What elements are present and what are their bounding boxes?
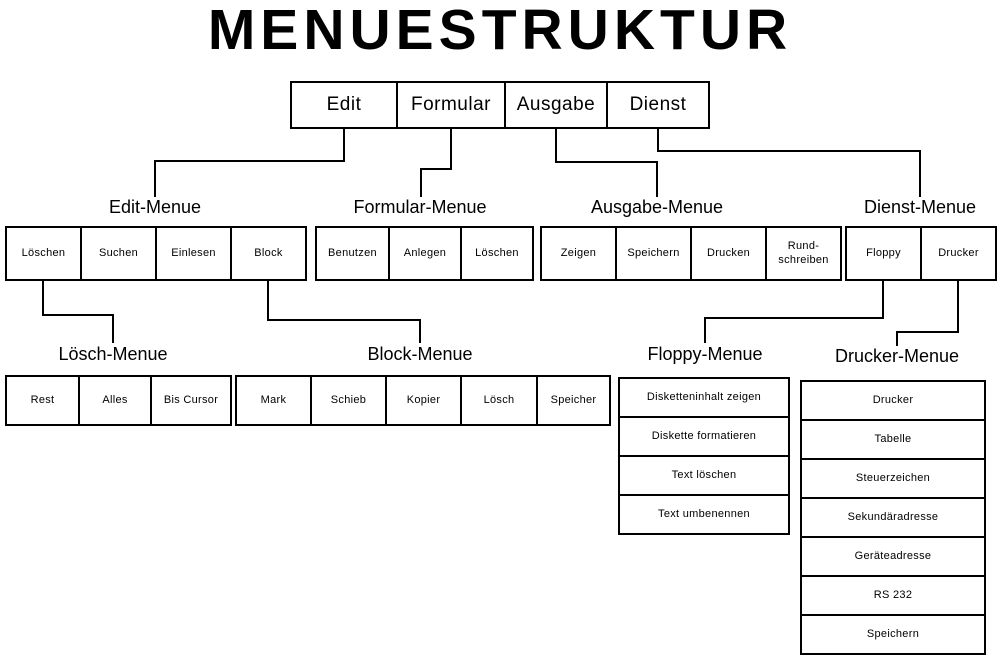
loesch-menue-item-alles: Alles bbox=[78, 375, 152, 426]
ausgabe-menue-item-zeigen: Zeigen bbox=[540, 226, 617, 281]
dienst-menue-row: Floppy Drucker bbox=[845, 226, 997, 281]
loesch-menue-item-bis-cursor: Bis Cursor bbox=[150, 375, 232, 426]
block-menue-item-mark: Mark bbox=[235, 375, 312, 426]
drucker-menue-item-sekundaeradresse: Sekundäradresse bbox=[800, 497, 986, 538]
drucker-menue-item-drucker: Drucker bbox=[800, 380, 986, 421]
drucker-menue-item-speichern: Speichern bbox=[800, 614, 986, 655]
floppy-menue-item-text-umbenennen: Text umbenennen bbox=[618, 494, 790, 535]
dienst-menue-item-floppy: Floppy bbox=[845, 226, 922, 281]
dienst-menue-label: Dienst-Menue bbox=[863, 197, 977, 217]
formular-menue-item-anlegen: Anlegen bbox=[388, 226, 462, 281]
drucker-menue-item-rs-232: RS 232 bbox=[800, 575, 986, 616]
loesch-menue-row: Rest Alles Bis Cursor bbox=[5, 375, 232, 426]
edit-menue-row: Löschen Suchen Einlesen Block bbox=[5, 226, 307, 281]
top-menu-bar: Edit Formular Ausgabe Dienst bbox=[290, 81, 710, 129]
drucker-menue-label: Drucker-Menue bbox=[834, 346, 960, 366]
floppy-menue-item-text-loeschen: Text löschen bbox=[618, 455, 790, 496]
block-menue-label: Block-Menue bbox=[367, 344, 473, 364]
floppy-menue-label: Floppy-Menue bbox=[647, 344, 763, 364]
ausgabe-menue-row: Zeigen Speichern Drucken Rund-schreiben bbox=[540, 226, 842, 281]
formular-menue-item-benutzen: Benutzen bbox=[315, 226, 390, 281]
diagram-title: MENUESTRUKTUR bbox=[207, 0, 793, 62]
formular-menue-row: Benutzen Anlegen Löschen bbox=[315, 226, 534, 281]
ausgabe-menue-item-drucken: Drucken bbox=[690, 226, 767, 281]
loesch-menue-item-rest: Rest bbox=[5, 375, 80, 426]
ausgabe-menue-item-speichern: Speichern bbox=[615, 226, 692, 281]
edit-menue-item-loeschen: Löschen bbox=[5, 226, 82, 281]
menu-item-formular: Formular bbox=[396, 81, 506, 129]
edit-menue-item-suchen: Suchen bbox=[80, 226, 157, 281]
edit-menue-item-einlesen: Einlesen bbox=[155, 226, 232, 281]
block-menue-item-loesch: Lösch bbox=[460, 375, 538, 426]
block-menue-item-kopier: Kopier bbox=[385, 375, 462, 426]
floppy-menue-item-disketteninhalt-zeigen: Disketteninhalt zeigen bbox=[618, 377, 790, 418]
menu-item-edit: Edit bbox=[290, 81, 398, 129]
ausgabe-menue-label: Ausgabe-Menue bbox=[590, 197, 724, 217]
block-menue-item-speicher: Speicher bbox=[536, 375, 611, 426]
menu-item-ausgabe: Ausgabe bbox=[504, 81, 608, 129]
block-menue-item-schieb: Schieb bbox=[310, 375, 387, 426]
loesch-menue-label: Lösch-Menue bbox=[58, 344, 168, 364]
edit-menue-label: Edit-Menue bbox=[108, 197, 202, 217]
drucker-menue-stack: Drucker Tabelle Steuerzeichen Sekundärad… bbox=[800, 380, 986, 655]
drucker-menue-item-tabelle: Tabelle bbox=[800, 419, 986, 460]
edit-menue-item-block: Block bbox=[230, 226, 307, 281]
dienst-menue-item-drucker: Drucker bbox=[920, 226, 997, 281]
drucker-menue-item-geraeteadresse: Geräteadresse bbox=[800, 536, 986, 577]
formular-menue-item-loeschen: Löschen bbox=[460, 226, 534, 281]
ausgabe-menue-item-rundschreiben: Rund-schreiben bbox=[765, 226, 842, 281]
formular-menue-label: Formular-Menue bbox=[353, 197, 487, 217]
floppy-menue-stack: Disketteninhalt zeigen Diskette formatie… bbox=[618, 377, 790, 535]
block-menue-row: Mark Schieb Kopier Lösch Speicher bbox=[235, 375, 611, 426]
drucker-menue-item-steuerzeichen: Steuerzeichen bbox=[800, 458, 986, 499]
menu-item-dienst: Dienst bbox=[606, 81, 710, 129]
floppy-menue-item-diskette-formatieren: Diskette formatieren bbox=[618, 416, 790, 457]
